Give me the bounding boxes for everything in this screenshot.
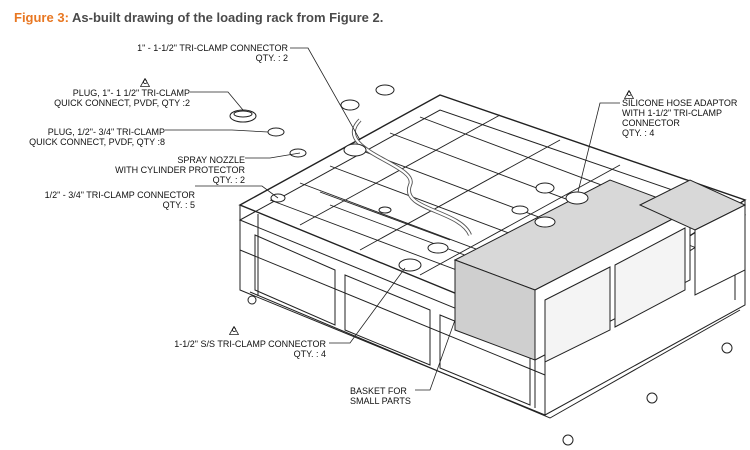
rack-casters — [247, 295, 733, 446]
callout-hose-adaptor: SILICONE HOSE ADAPTOR WITH 1-1/2" TRI-CL… — [622, 98, 738, 138]
callout-basket: BASKET FOR SMALL PARTS — [350, 386, 411, 406]
callout-plug-1in: PLUG, 1"- 1 1/2" TRI-CLAMP QUICK CONNECT… — [54, 88, 190, 108]
callout-plug-half: PLUG, 1/2"- 3/4" TRI-CLAMP QUICK CONNECT… — [29, 127, 165, 147]
callout-connector-ss: 1-1/2" S/S TRI-CLAMP CONNECTOR QTY. : 4 — [174, 339, 326, 359]
figure-title: As-built drawing of the loading rack fro… — [72, 10, 384, 25]
revision-mark-plug: C — [140, 78, 150, 87]
callout-connector-1in: 1" - 1-1/2" TRI-CLAMP CONNECTOR QTY. : 2 — [137, 43, 288, 63]
figure-caption: Figure 3: As-built drawing of the loadin… — [14, 10, 383, 25]
leader-lines — [165, 47, 620, 391]
plug-half-icon — [267, 127, 285, 137]
figure-number: Figure 3: — [14, 10, 69, 25]
tri-clamp-connectors — [270, 84, 589, 272]
callout-spray-nozzle: SPRAY NOZZLE WITH CYLINDER PROTECTOR QTY… — [115, 155, 245, 185]
callout-connector-half: 1/2" - 3/4" TRI-CLAMP CONNECTOR QTY. : 5 — [44, 190, 195, 210]
plug-1in-icon — [229, 109, 257, 123]
revision-mark-hose-adaptor: C — [624, 90, 634, 99]
small-parts-basket — [453, 179, 747, 363]
revision-mark-ss-connector: C — [229, 326, 239, 335]
